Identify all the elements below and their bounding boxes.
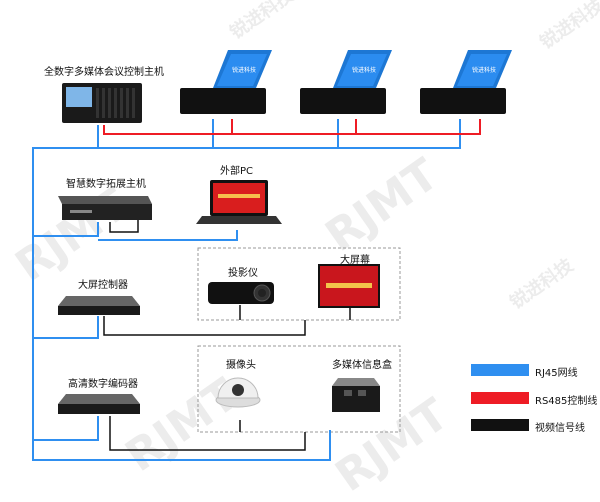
svg-text:锐进科技: 锐进科技 [472,66,496,74]
main-host-label: 全数字多媒体会议控制主机 [44,67,164,78]
flip-terminal-3: 锐进科技 [420,50,512,114]
expansion-host-device [58,196,152,220]
screen-controller-label: 大屏控制器 [78,280,128,291]
legend-label-rs485: RS485控制线 [535,396,598,407]
legend-swatch-rs485 [471,392,529,404]
legend-swatch-video [471,419,529,431]
video-lines [103,213,351,451]
media-box-device [332,378,380,412]
big-screen-device [318,264,380,308]
media-box-label: 多媒体信息盒 [332,360,392,371]
camera-label: 摄像头 [226,360,256,371]
hd-encoder-label: 高清数字编码器 [68,379,138,390]
legend-label-video: 视频信号线 [535,423,585,434]
rj45-lines [32,119,461,461]
capture-group-box [197,345,401,433]
legend-label-rj45: RJ45网线 [535,368,578,379]
hd-encoder-device [58,394,140,414]
expansion-host-label: 智慧数字拓展主机 [66,179,146,190]
svg-text:锐进科技: 锐进科技 [352,66,376,74]
projector-device [208,282,274,304]
external-pc-label: 外部PC [220,166,254,177]
big-screen-label: 大屏幕 [340,255,370,266]
rs485-lines [103,119,481,135]
display-group-box [197,247,401,321]
legend-swatch-rj45 [471,364,529,376]
main-host-device [62,83,142,123]
flip-terminal-2: 锐进科技 [300,50,392,114]
flip-terminal-1: 锐进科技 [180,50,272,114]
external-pc-device [196,180,282,224]
camera-device [215,377,261,408]
screen-controller-device [58,296,140,315]
svg-text:锐进科技: 锐进科技 [232,66,256,74]
projector-label: 投影仪 [228,268,258,279]
